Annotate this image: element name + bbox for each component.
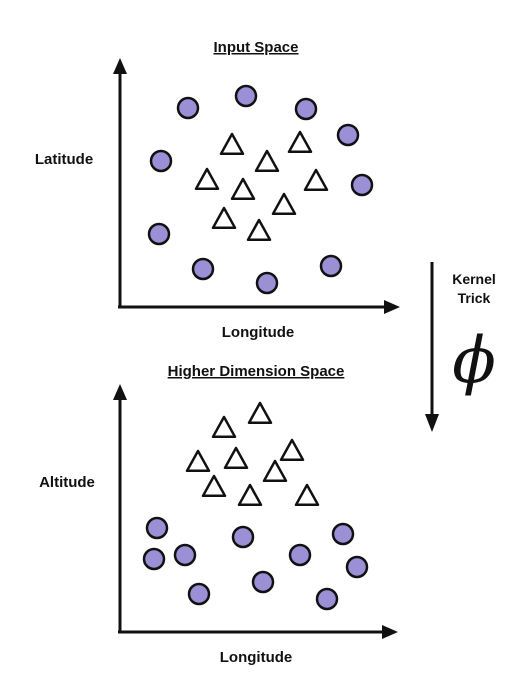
triangle-marker (223, 446, 249, 470)
circle-marker (149, 149, 173, 173)
circle-marker (288, 543, 312, 567)
kernel-label: Kernel (452, 271, 496, 287)
circle-marker (147, 222, 171, 246)
circle-marker (315, 587, 339, 611)
circle-marker (294, 97, 318, 121)
triangle-marker (201, 474, 227, 498)
bottom-x-axis-label: Longitude (220, 649, 292, 666)
triangle-marker (246, 218, 272, 242)
trick-label: Trick (458, 290, 491, 306)
circle-marker (142, 547, 166, 571)
top-y-axis-arrowhead (113, 58, 127, 74)
circle-marker (336, 123, 360, 147)
triangle-marker (303, 168, 329, 192)
higher-dimension-space-panel: Higher Dimension Space Altitude Longitud… (39, 363, 398, 666)
circle-marker (231, 525, 255, 549)
phi-symbol: ϕ (452, 324, 496, 398)
triangle-marker (219, 132, 245, 156)
bottom-y-axis-arrowhead (113, 384, 127, 400)
circle-marker (176, 96, 200, 120)
circle-marker (187, 582, 211, 606)
circle-marker (251, 570, 275, 594)
circle-marker (145, 516, 169, 540)
triangle-marker (287, 130, 313, 154)
kernel-trick-arrow-head (425, 414, 439, 432)
circle-marker (234, 84, 258, 108)
triangle-marker (247, 401, 273, 425)
kernel-trick-transform: Kernel Trick ϕ (425, 262, 496, 432)
triangle-marker (294, 483, 320, 507)
bottom-x-axis-arrowhead (382, 625, 398, 639)
higher-dimension-space-title: Higher Dimension Space (168, 363, 345, 380)
circle-marker (173, 543, 197, 567)
triangle-marker (230, 177, 256, 201)
top-y-axis-label: Latitude (35, 151, 93, 168)
circle-marker (191, 257, 215, 281)
circle-marker (350, 173, 374, 197)
bottom-y-axis-label: Altitude (39, 474, 95, 491)
triangle-marker (185, 449, 211, 473)
input-space-panel: Input Space Latitude Longitude (35, 39, 400, 341)
triangle-marker (237, 483, 263, 507)
triangle-marker (211, 415, 237, 439)
top-x-axis-label: Longitude (222, 324, 294, 341)
circle-marker (331, 522, 355, 546)
bottom-markers (142, 401, 369, 611)
triangle-marker (279, 438, 305, 462)
triangle-marker (211, 206, 237, 230)
triangle-marker (254, 149, 280, 173)
triangle-marker (262, 459, 288, 483)
circle-marker (319, 254, 343, 278)
input-space-title: Input Space (213, 39, 298, 56)
triangle-marker (271, 192, 297, 216)
triangle-marker (194, 167, 220, 191)
circle-marker (255, 271, 279, 295)
top-x-axis-arrowhead (384, 300, 400, 314)
circle-marker (345, 555, 369, 579)
top-markers (147, 84, 374, 295)
